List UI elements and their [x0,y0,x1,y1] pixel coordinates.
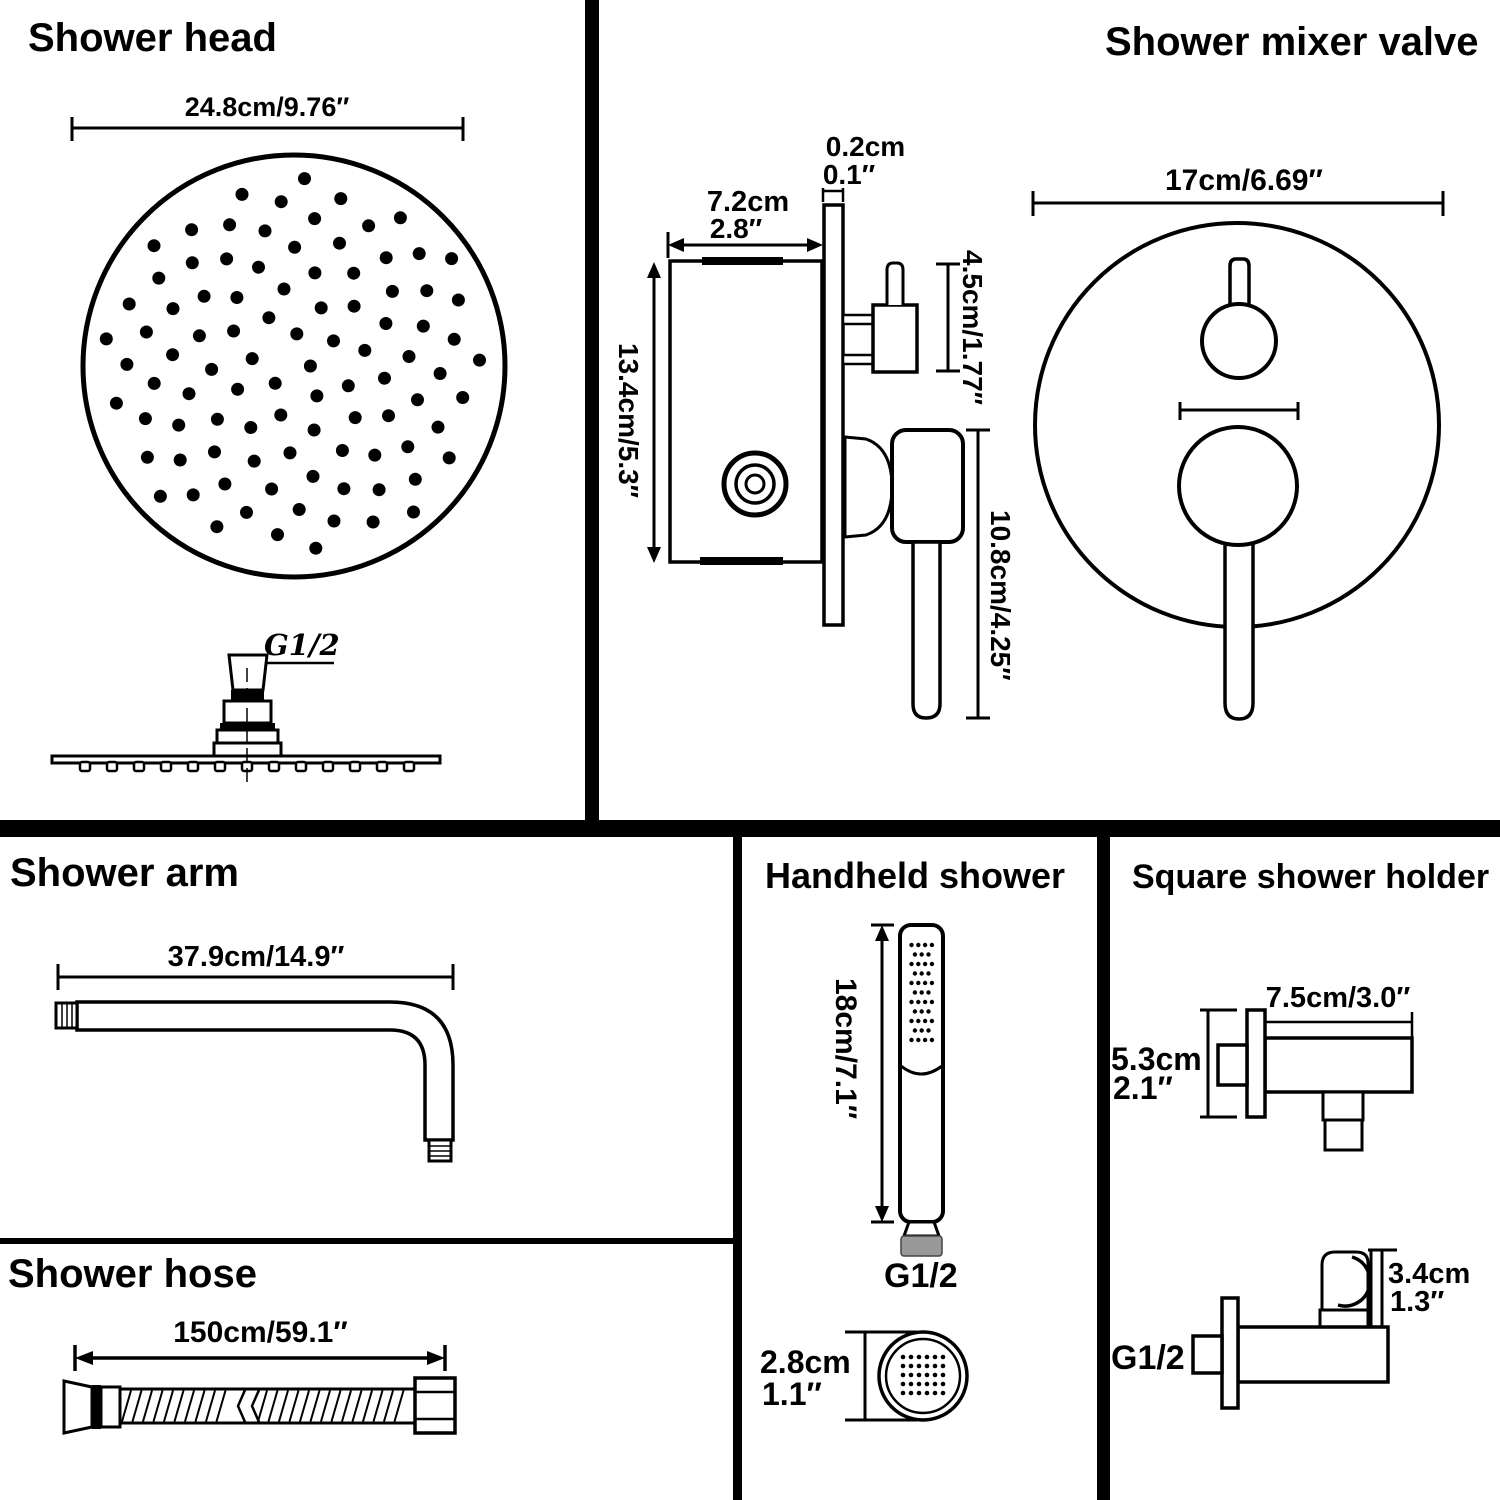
hose-hex-nut [413,1376,457,1435]
diverter-stem-front [1228,257,1251,305]
arm-dimension-line [56,964,455,990]
outlet-dimension-line [936,262,960,373]
holder-inlet-side [1191,1334,1224,1375]
shower-arm-title: Shower arm [10,851,239,895]
holder-clip-in-label: 1.3″ [1390,1286,1445,1318]
shower-head-face [80,152,508,580]
handle-lever-front [1223,533,1255,721]
plate-thickness-cm-label: 0.2cm [825,131,906,162]
shower-head-side-view [50,653,442,785]
holder-thread-label: G1/2 [1111,1339,1185,1377]
wand-inlet-nut [900,1235,943,1257]
diverter-knob-front [1200,302,1278,380]
faceplate-dimension-line [1031,191,1445,216]
spray-nozzle-dots [99,172,486,555]
shower-hose-title: Shower hose [8,1252,257,1296]
holder-outlet-top [1321,1090,1365,1122]
wand-spray-dots [909,942,935,1043]
body-height-label: 13.4cm/5.3″ [613,343,644,499]
body-depth-cm-label: 7.2cm [706,186,790,218]
handheld-diameter-in-label: 1.1″ [762,1376,822,1412]
handheld-thread-label: G1/2 [884,1257,958,1295]
holder-height-in-label: 2.1″ [1113,1070,1173,1106]
dimension-line [70,117,465,141]
wand-diameter-bracket [845,1330,917,1422]
holder-wall-plate-top [1245,1008,1267,1119]
holder-body-side [1236,1325,1390,1384]
shower-arm-tube [75,1000,455,1142]
holder-body-top [1263,1036,1414,1094]
handheld-diameter-cm-label: 2.8cm [760,1344,851,1380]
diverter-stem [885,261,905,305]
shower-head-title: Shower head [28,16,277,60]
hose-cone-fitting [62,1379,122,1435]
shower-hose-length-label: 150cm/59.1″ [173,1316,348,1349]
handle-length-label: 10.8cm/4.25″ [985,510,1016,681]
plate-thickness-bracket [821,188,845,202]
handle-lever-side [911,540,942,720]
arm-head-thread [427,1138,453,1163]
shower-holder-title: Square shower holder [1132,858,1490,896]
valve-body [668,259,824,564]
divider-vertical-right [1097,837,1110,1500]
holder-clip-cm-label: 3.4cm [1388,1258,1471,1290]
handheld-shower-title: Handheld shower [765,855,1066,896]
handle-base-side [890,428,965,544]
valve-faceplate-side [822,203,845,627]
depth-dimension-line [666,232,809,258]
holder-width-label: 7.5cm/3.0″ [1265,982,1411,1014]
valve-inlet-port [721,450,789,518]
handle-escutcheon [843,435,894,539]
shower-head-diagram [50,117,508,785]
mixer-valve-diagram [647,188,1445,721]
hose-break-mark [236,1389,261,1423]
arm-wall-thread [54,1001,79,1030]
holder-wall-plate-side [1220,1296,1240,1410]
faceplate-diameter-label: 17cm/6.69″ [1165,164,1323,197]
wand-face-view [877,1330,969,1422]
divider-horizontal-main [0,820,1500,837]
mixer-valve-title: Shower mixer valve [1105,20,1479,64]
hose-ribs [121,1390,405,1422]
holder-width-dimension [1263,1012,1414,1040]
shower-head-thread-label: G1/2 [264,628,340,662]
outlet-height-label: 4.5cm/1.77″ [957,250,988,406]
wand-grip-line [900,1064,943,1076]
body-depth-in-label: 2.8″ [709,213,763,244]
handheld-length-label: 18cm/7.1″ [829,978,862,1120]
plate-thickness-in-label: 0.1″ [822,159,876,190]
divider-horizontal-hose [0,1238,733,1244]
wand-inlet-taper [901,1220,942,1238]
hose-dimension-line [73,1345,447,1371]
handle-dimension-line [966,428,990,720]
shower-arm-hose-diagram [54,964,457,1435]
handheld-shower-diagram [845,923,969,1422]
divider-vertical-top [585,0,599,828]
divider-vertical-left [733,837,742,1500]
holder-inlet-top [1216,1043,1249,1087]
wand-dimension-line [871,923,894,1224]
shower-holder-diagram [1191,1008,1414,1410]
holder-cradle-clip [1318,1248,1397,1329]
shower-head-diameter-label: 24.8cm/9.76″ [184,92,350,122]
holder-height-cm-label: 5.3cm [1111,1041,1202,1077]
knob-dimension-line [1178,402,1300,420]
diverter-knob-side [871,303,919,374]
holder-height-bracket [1200,1008,1237,1119]
handle-hub-front [1177,425,1299,547]
shower-arm-length-label: 37.9cm/14.9″ [167,941,345,973]
